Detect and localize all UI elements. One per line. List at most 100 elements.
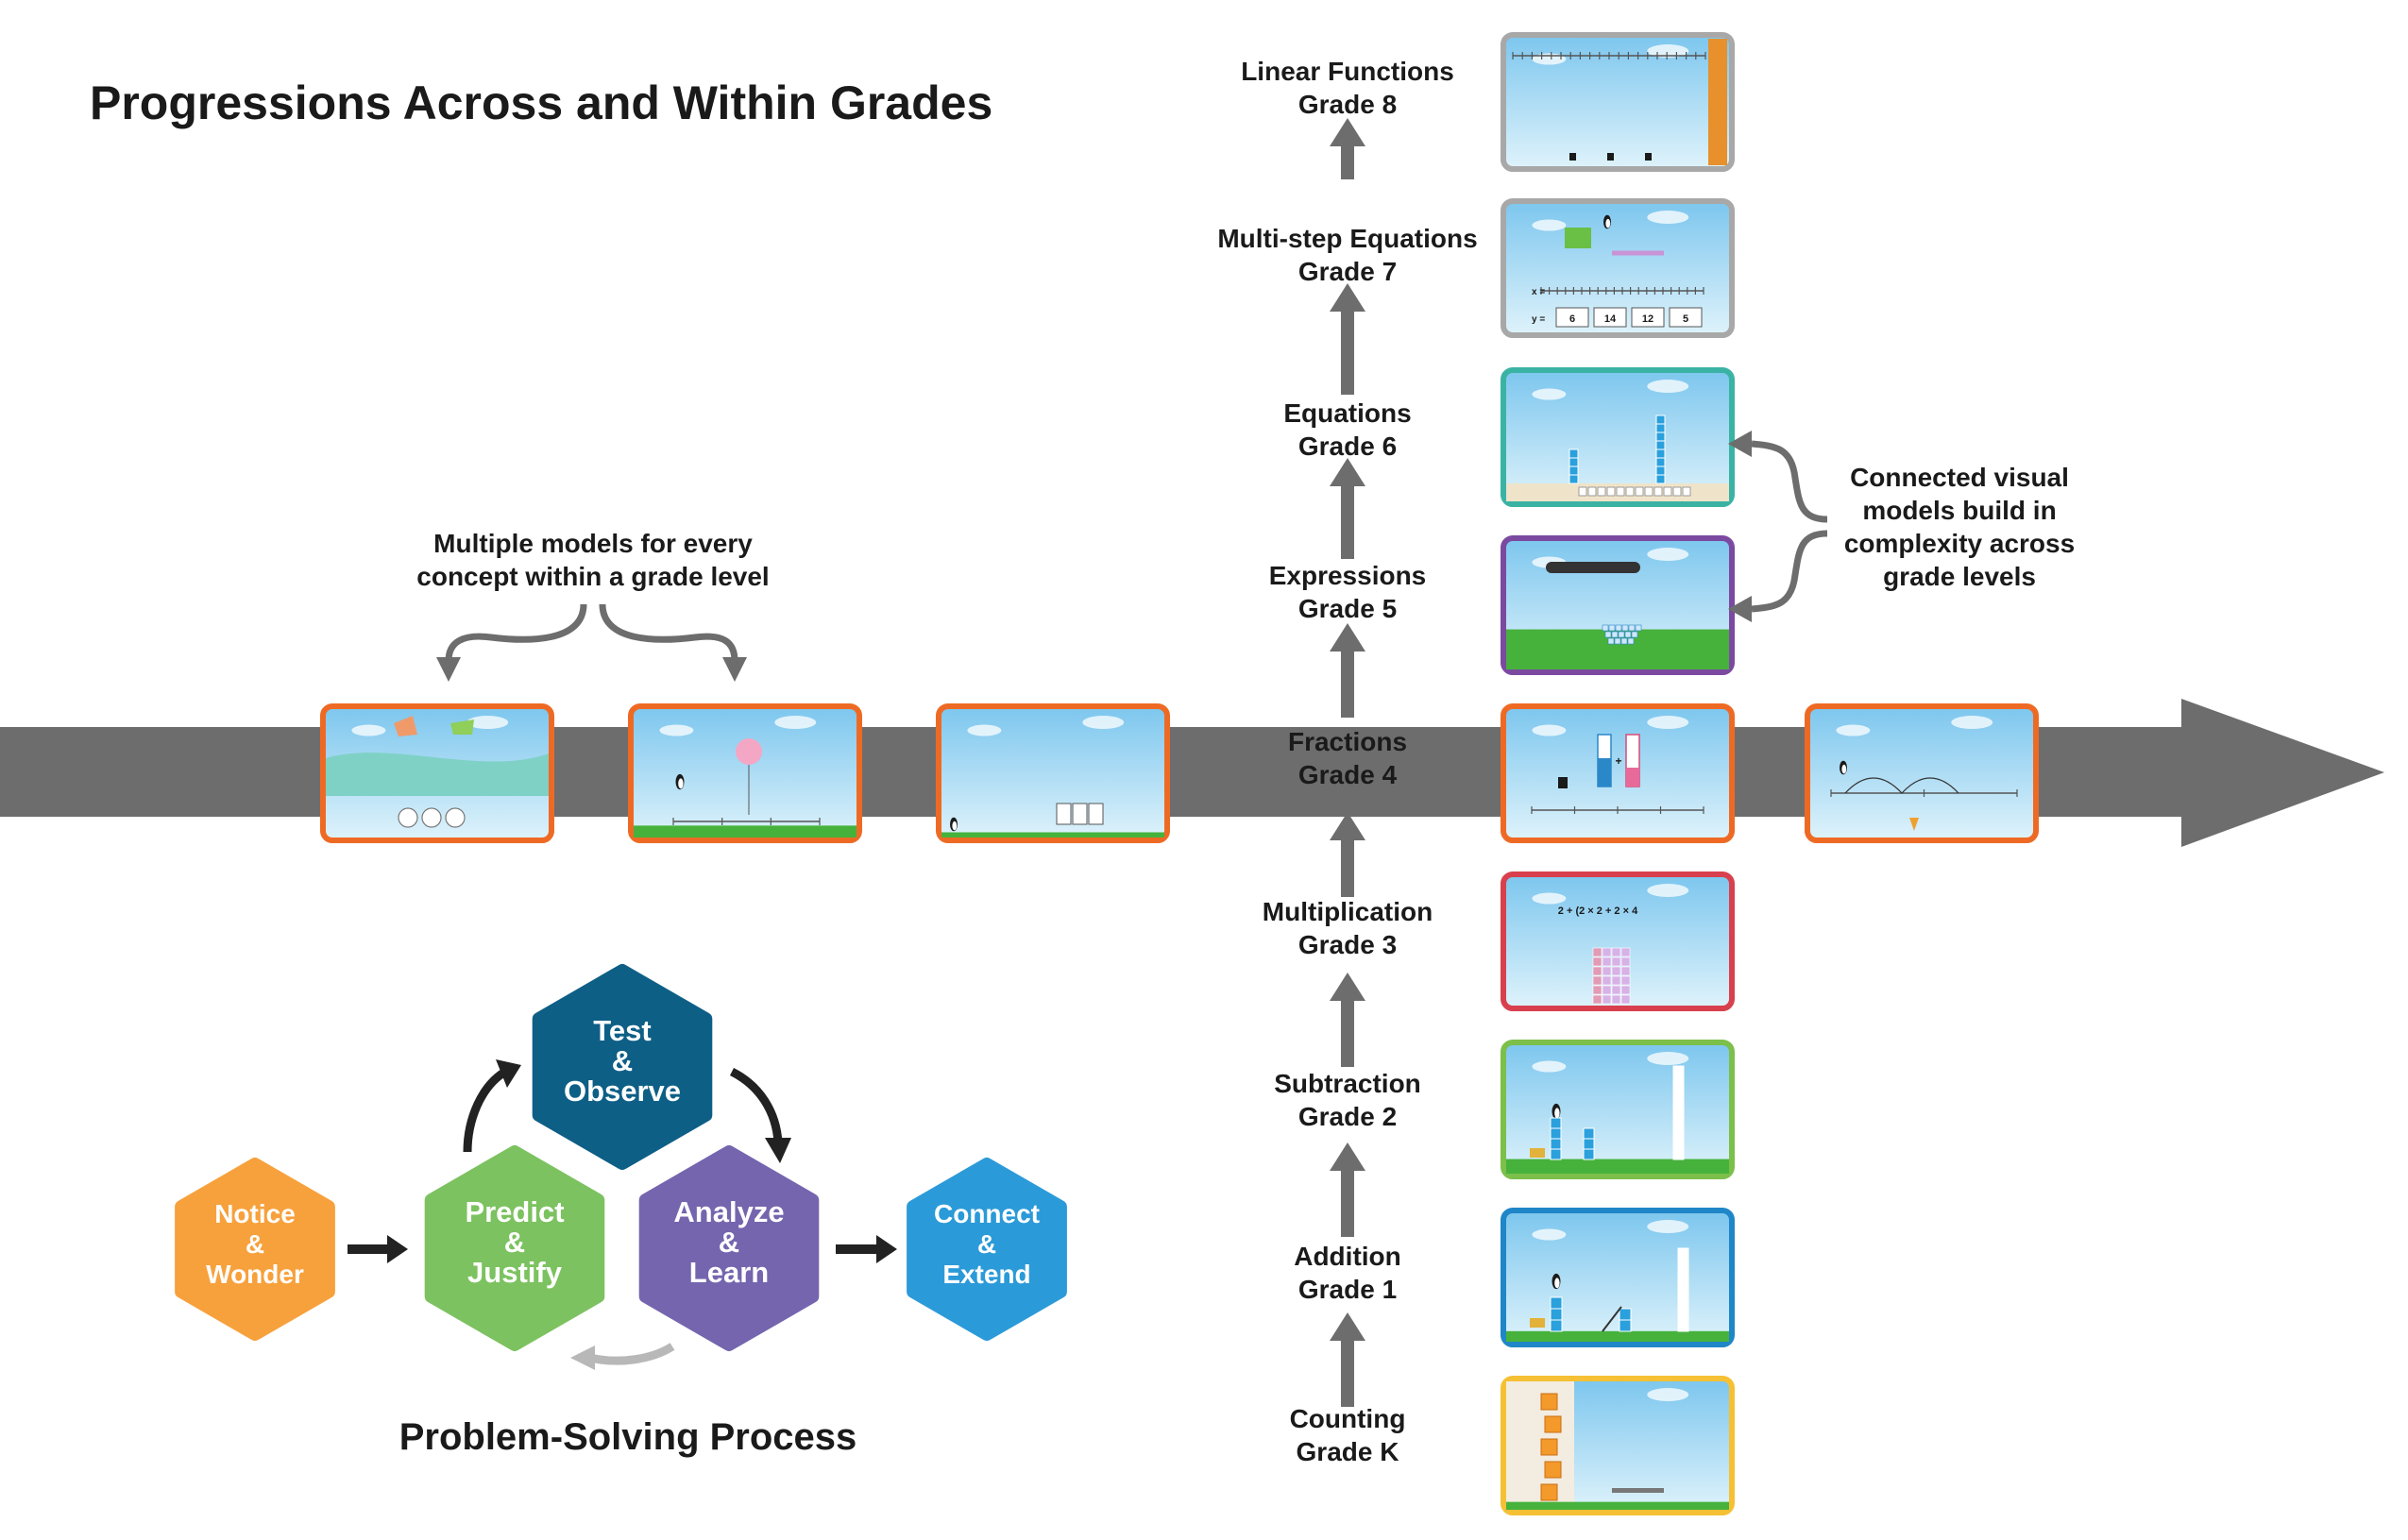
up-arrow [1330, 283, 1365, 395]
process-arrows [348, 1059, 897, 1370]
up-arrow [1330, 118, 1365, 179]
grade-concept-label: Multiplication [1263, 897, 1433, 926]
grade-concept-label: Expressions [1269, 561, 1427, 590]
grade-level-label: Grade 6 [1298, 432, 1397, 461]
unit-block [1550, 1148, 1562, 1160]
process-step-text: Analyze [673, 1195, 784, 1228]
unit-block [1550, 1127, 1562, 1140]
unit-block [1677, 1247, 1689, 1260]
up-arrow [1330, 812, 1365, 897]
g7-y-value: 14 [1604, 313, 1617, 325]
analyze-learn-hexagon: Analyze&Learn [638, 1145, 820, 1351]
up-arrow [1330, 623, 1365, 718]
unit-block [1672, 1096, 1685, 1108]
thumbnail-grade-8 [1501, 32, 1735, 172]
unit-block [1655, 465, 1666, 476]
process-step-text: & [504, 1226, 525, 1259]
unit-block [1677, 1268, 1689, 1280]
unit-block [1655, 423, 1666, 433]
grade-level-label: Grade 5 [1298, 594, 1397, 623]
g7-x-label: x = [1532, 287, 1545, 297]
unit-block [1655, 440, 1666, 450]
multiple-models-line-1: Multiple models for every [433, 529, 753, 558]
unit-block [1655, 448, 1666, 459]
thumbnail-grade-6 [1501, 367, 1735, 507]
g7-y-value: 5 [1683, 313, 1688, 325]
grade-level-label: Grade K [1297, 1437, 1399, 1466]
unit-block [1655, 457, 1666, 467]
unit-block [1672, 1107, 1685, 1119]
process-step-text: Learn [689, 1256, 769, 1289]
process-step-text: Notice [214, 1199, 296, 1228]
grade-concept-label: Addition [1294, 1242, 1401, 1271]
process-step-text: Wonder [206, 1260, 304, 1289]
grade-concept-label: Counting [1290, 1404, 1406, 1433]
grade-concept-label: Subtraction [1274, 1069, 1421, 1098]
grade-level-label: Grade 8 [1298, 90, 1397, 119]
unit-block [1550, 1296, 1563, 1310]
process-step-text: Justify [467, 1256, 563, 1289]
connect-extend-hexagon: Connect&Extend [907, 1158, 1067, 1341]
fraction-thumbnail [936, 703, 1170, 843]
unit-block [1619, 1308, 1632, 1321]
vertical-progression-arrows [1330, 118, 1365, 1407]
up-arrow [1330, 1142, 1365, 1237]
unit-block [1677, 1278, 1689, 1291]
thumbnail-grade-4: + [1501, 703, 1735, 843]
thumbnail-grade-2 [1501, 1040, 1735, 1179]
unit-block [1583, 1127, 1595, 1140]
process-step-text: & [246, 1229, 264, 1259]
process-step-text: & [719, 1226, 739, 1259]
process-step-text: Test [593, 1014, 651, 1047]
g4-plus-sign: + [1615, 754, 1621, 768]
up-arrow [1330, 973, 1365, 1067]
g7-y-value: 12 [1642, 313, 1653, 325]
grade-level-label: Grade 2 [1298, 1102, 1397, 1131]
unit-block [1655, 432, 1666, 442]
fraction-thumbnail [1805, 703, 2039, 843]
connected-models-line-4: grade levels [1883, 562, 2036, 591]
up-arrow [1330, 458, 1365, 559]
unit-block [1672, 1075, 1685, 1088]
notice-wonder-hexagon: Notice&Wonder [175, 1158, 335, 1341]
unit-block [1655, 474, 1666, 484]
grade-concept-label: Multi-step Equations [1217, 224, 1477, 253]
process-step-text: Observe [564, 1075, 681, 1108]
test-observe-hexagon: Test&Observe [532, 964, 713, 1170]
unit-block [1655, 415, 1666, 425]
fraction-thumbnail [628, 703, 862, 843]
unit-block [1569, 448, 1579, 459]
unit-block [1677, 1299, 1689, 1312]
process-title: Problem-Solving Process [399, 1416, 857, 1458]
thumbnail-grade-5 [1501, 535, 1735, 675]
multiple-models-line-2: concept within a grade level [416, 562, 769, 591]
thumbnail-grade-1 [1501, 1208, 1735, 1347]
thumbnail-grade-3: 2 + (2 × 2 + 2 × 4 [1501, 872, 1735, 1011]
unit-block [1677, 1258, 1689, 1270]
unit-block [1583, 1148, 1595, 1160]
unit-block [1677, 1320, 1689, 1332]
unit-block [1550, 1319, 1563, 1332]
page-title: Progressions Across and Within Grades [90, 76, 992, 129]
grade-level-label: Grade 3 [1298, 930, 1397, 959]
connected-models-line-2: models build in [1862, 496, 2056, 525]
multiple-models-annotation: Multiple models for every concept within… [416, 529, 770, 682]
process-step-text: Connect [934, 1199, 1040, 1228]
predict-justify-hexagon: Predict&Justify [424, 1145, 605, 1351]
unit-block [1569, 474, 1579, 484]
unit-block [1550, 1138, 1562, 1150]
process-step-text: & [977, 1229, 996, 1259]
unit-block [1677, 1289, 1689, 1301]
grade-level-label: Grade 7 [1298, 257, 1397, 286]
grade-concept-label: Fractions [1288, 727, 1407, 756]
unit-block [1672, 1138, 1685, 1150]
connected-models-annotation: Connected visual models build in complex… [1728, 431, 2075, 622]
unit-block [1569, 457, 1579, 467]
grade-level-label: Grade 1 [1298, 1275, 1397, 1304]
g3-expression: 2 + (2 × 2 + 2 × 4 [1558, 905, 1638, 917]
connected-models-line-1: Connected visual [1850, 463, 2069, 492]
unit-block [1672, 1065, 1685, 1077]
